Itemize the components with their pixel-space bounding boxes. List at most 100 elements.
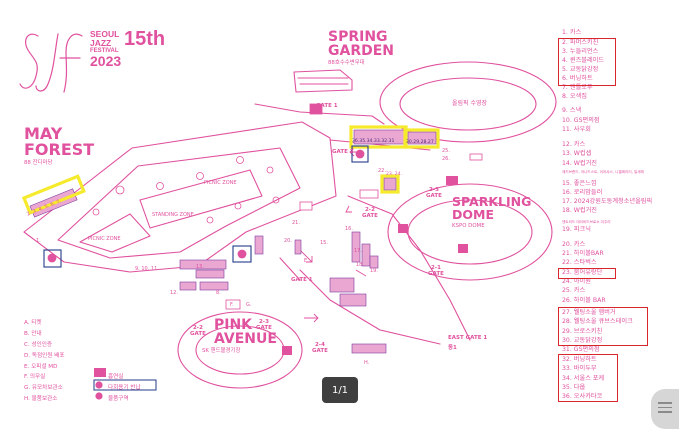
logo-line-seoul: SEOUL (90, 29, 120, 39)
vendor-14-sub: 재키브랜드, 어나드스트, 이어샤스, 니클레리티, 일세레 (562, 170, 644, 174)
vendor-legend-item: 3. 누들리언스 (562, 48, 599, 55)
label-booths-23-24: 23. 24. (386, 172, 403, 177)
gate-2-3-west: 2-3 GATE (256, 319, 272, 331)
label-E: E. (304, 258, 309, 264)
kspo-dome (387, 183, 553, 281)
may-forest-area (23, 121, 337, 273)
vendor-legend-item: 14. W컵거진 (562, 160, 598, 167)
olympic-pool (379, 61, 557, 143)
vendor-legend-item: 25. 카스 (562, 287, 586, 294)
vendor-legend-item: 10. GS편의점 (562, 117, 600, 124)
may-title-1: MAY (24, 124, 63, 143)
vendor-legend-item: 12. 카스 (562, 141, 586, 148)
label-H: H. (364, 360, 370, 366)
highlight-booths-2-7 (21, 174, 86, 215)
pink-title-1: PINK (214, 317, 253, 333)
vendor-legend-item: 9. 스낵 (562, 107, 582, 114)
vendor-legend-item: 31. GS편의점 (562, 346, 600, 353)
legend-d: D. 독점인원 배포 (24, 353, 65, 359)
spring-sub: 88호수수변무대 (328, 60, 365, 66)
vendor-legend-item: 30. 교동닭강정 (562, 337, 603, 344)
vendor-legend-item: 36. 오사카타코 (562, 393, 603, 400)
label-16: 16. (345, 226, 353, 232)
page-indicator: 1/1 (322, 377, 358, 403)
may-sub: 88 잔디마당 (24, 160, 53, 166)
pink-sub: SK 핸드볼경기장 (202, 348, 241, 354)
vendor-legend-item: 24. 아이원 (562, 278, 591, 285)
vendor-legend-item: 16. 로리맘들러 (562, 189, 603, 196)
label-9-11: 9. 10. 11. (135, 266, 159, 272)
standing-zone-label: STANDING ZONE (152, 212, 194, 218)
label-F: F. (230, 302, 234, 308)
spring-title-1: SPRING (328, 29, 388, 45)
vendor-legend-item: 6. 버닝하트 (562, 75, 593, 82)
sparkling-title-1: SPARKLING (452, 194, 532, 209)
icon-legend: 흡연실 다회용기 반납 물품구역 (108, 372, 141, 402)
legend-a: A. 티켓 (24, 320, 42, 326)
vendor-legend-item: 5. 교동닭강정 (562, 66, 599, 73)
east-gate-num: 동1 (448, 345, 457, 351)
logo-edition: 15th (124, 28, 166, 50)
label-22: 22. (378, 168, 386, 174)
gate-2-1: 2-1 GATE (428, 265, 444, 277)
gate-1-top: GATE 1 (316, 103, 338, 109)
legend-g: G. 유모차보관소 (24, 385, 63, 391)
legend-b: B. 안내 (24, 331, 42, 337)
highlight-booth-23-24 (380, 174, 400, 194)
gate-2-2-west: 2-2 GATE (190, 325, 206, 337)
label-15: 15. (320, 240, 328, 246)
vendor-legend-item: 27. 웰팅소울 햄버거 (562, 309, 616, 316)
olympic-pool-label: 올림픽 수영장 (452, 100, 488, 107)
facility-legend: A. 티켓 B. 안내 C. 성인인증 D. 독점인원 배포 E. 오피셜 MD (24, 318, 65, 370)
vendor-legend-item: 11. 사우회 (562, 126, 591, 133)
sparkling-title-2: DOME (452, 206, 494, 222)
label-19: 19. (370, 268, 378, 274)
highlight-vendor-23 (558, 268, 616, 279)
vendor-legend-item: 18. W컵거진 (562, 207, 598, 214)
vendor-legend-item: 1. 카스 (562, 29, 582, 36)
legend-h: H. 물품보관소 (24, 396, 58, 402)
zone-may-forest: MAY FOREST 88 잔디마당 (24, 126, 94, 166)
vendor-legend-item: 15. 좋은느낌 (562, 180, 597, 187)
logo-year: 2023 (90, 53, 122, 70)
label-21: 21. (292, 220, 300, 226)
vendor-legend-item: 8. 오색집 (562, 93, 587, 100)
vendor-legend-item: 19. 피크닉 (562, 226, 591, 233)
vendor-legend-item: 28. 웰팅소울 큐브스테이크 (562, 318, 633, 325)
label-booths-27-30: 30.29.28.27 (406, 140, 434, 145)
legend-f: F. 의무실 (24, 374, 46, 380)
vendor-legend-item: 7. 앤틀로푸 (562, 84, 593, 91)
sparkling-sub: KSPO DOME (452, 223, 485, 229)
zone-pink-avenue: PINK AVENUE SK 핸드볼경기장 (202, 317, 277, 354)
menu-handle[interactable] (651, 389, 679, 429)
highlight-booths-27-30 (403, 128, 440, 149)
label-13: 13. (196, 264, 204, 270)
vendor-legend-item: 22. 스타벅스 (562, 259, 597, 266)
logo-mark (19, 33, 83, 93)
picnic-zone-label-2: PICNIC ZONE (88, 236, 121, 242)
legend-goods: 물품구역 (108, 396, 129, 402)
vendor-legend-item: 13. W컵셉 (562, 150, 592, 157)
sk-handball-arena (177, 311, 303, 389)
vendor-legend-item: 23. 붐어유랑단 (562, 269, 603, 276)
gate-2: GATE 2 (332, 149, 354, 155)
label-20: 20. (284, 238, 292, 244)
highlight-vendors-27-30 (558, 307, 648, 346)
zone-spring-garden: SPRING GARDEN 88호수수변무대 (328, 30, 394, 66)
vendor-legend-item: 26. 하이볼 BAR (562, 297, 606, 304)
zone-sparkling-dome: SPARKLING DOME KSPO DOME (452, 194, 532, 229)
highlight-vendors-32-36 (558, 354, 618, 402)
label-17: 17. (354, 248, 362, 254)
label-25: 25. (442, 148, 450, 154)
label-26: 26. (442, 156, 450, 162)
picnic-zone-label-1: PICNIC ZONE (204, 180, 237, 186)
spring-garden-stage (293, 69, 353, 93)
legend-reusable-return: 다회용기 반납 (108, 385, 141, 391)
logo-line-jazz: JAZZ (90, 37, 112, 48)
label-1: 1. (36, 238, 41, 244)
vendor-legend-item: 4. 퀸즈블레이드 (562, 57, 605, 64)
highlight-vendors-2-6 (558, 38, 616, 86)
gate-2-2-east: 2-2 GATE (362, 207, 378, 219)
vendor-legend-item: 21. 하이볼BAR (562, 250, 604, 257)
